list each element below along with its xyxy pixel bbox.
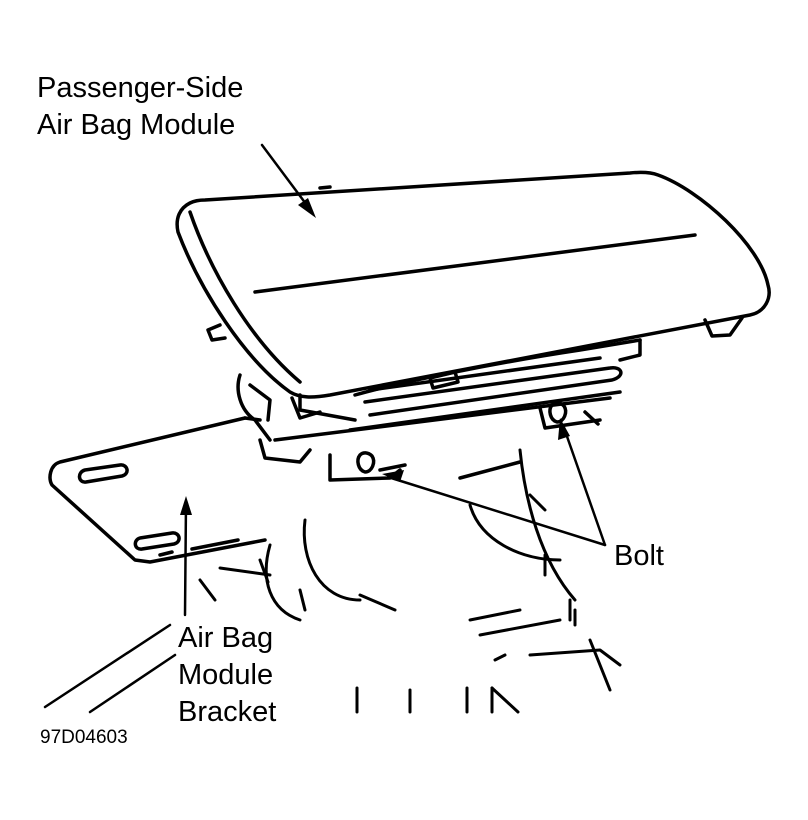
figure-code: 97D04603 bbox=[40, 727, 128, 748]
module-label-line1: Passenger-Side bbox=[37, 72, 244, 104]
module-label-line2: Air Bag Module bbox=[37, 109, 236, 141]
bracket-label-line3: Bracket bbox=[178, 696, 277, 728]
bracket-label-line1: Air Bag bbox=[178, 622, 274, 654]
bracket-drawing bbox=[48, 401, 602, 564]
bolt-label: Bolt bbox=[614, 540, 664, 572]
leader-lines bbox=[43, 143, 607, 714]
arrowheads bbox=[180, 198, 570, 515]
dash-structure-drawing bbox=[198, 448, 622, 714]
bracket-label-line2: Module bbox=[178, 659, 274, 691]
air-bag-module-drawing bbox=[175, 170, 771, 464]
